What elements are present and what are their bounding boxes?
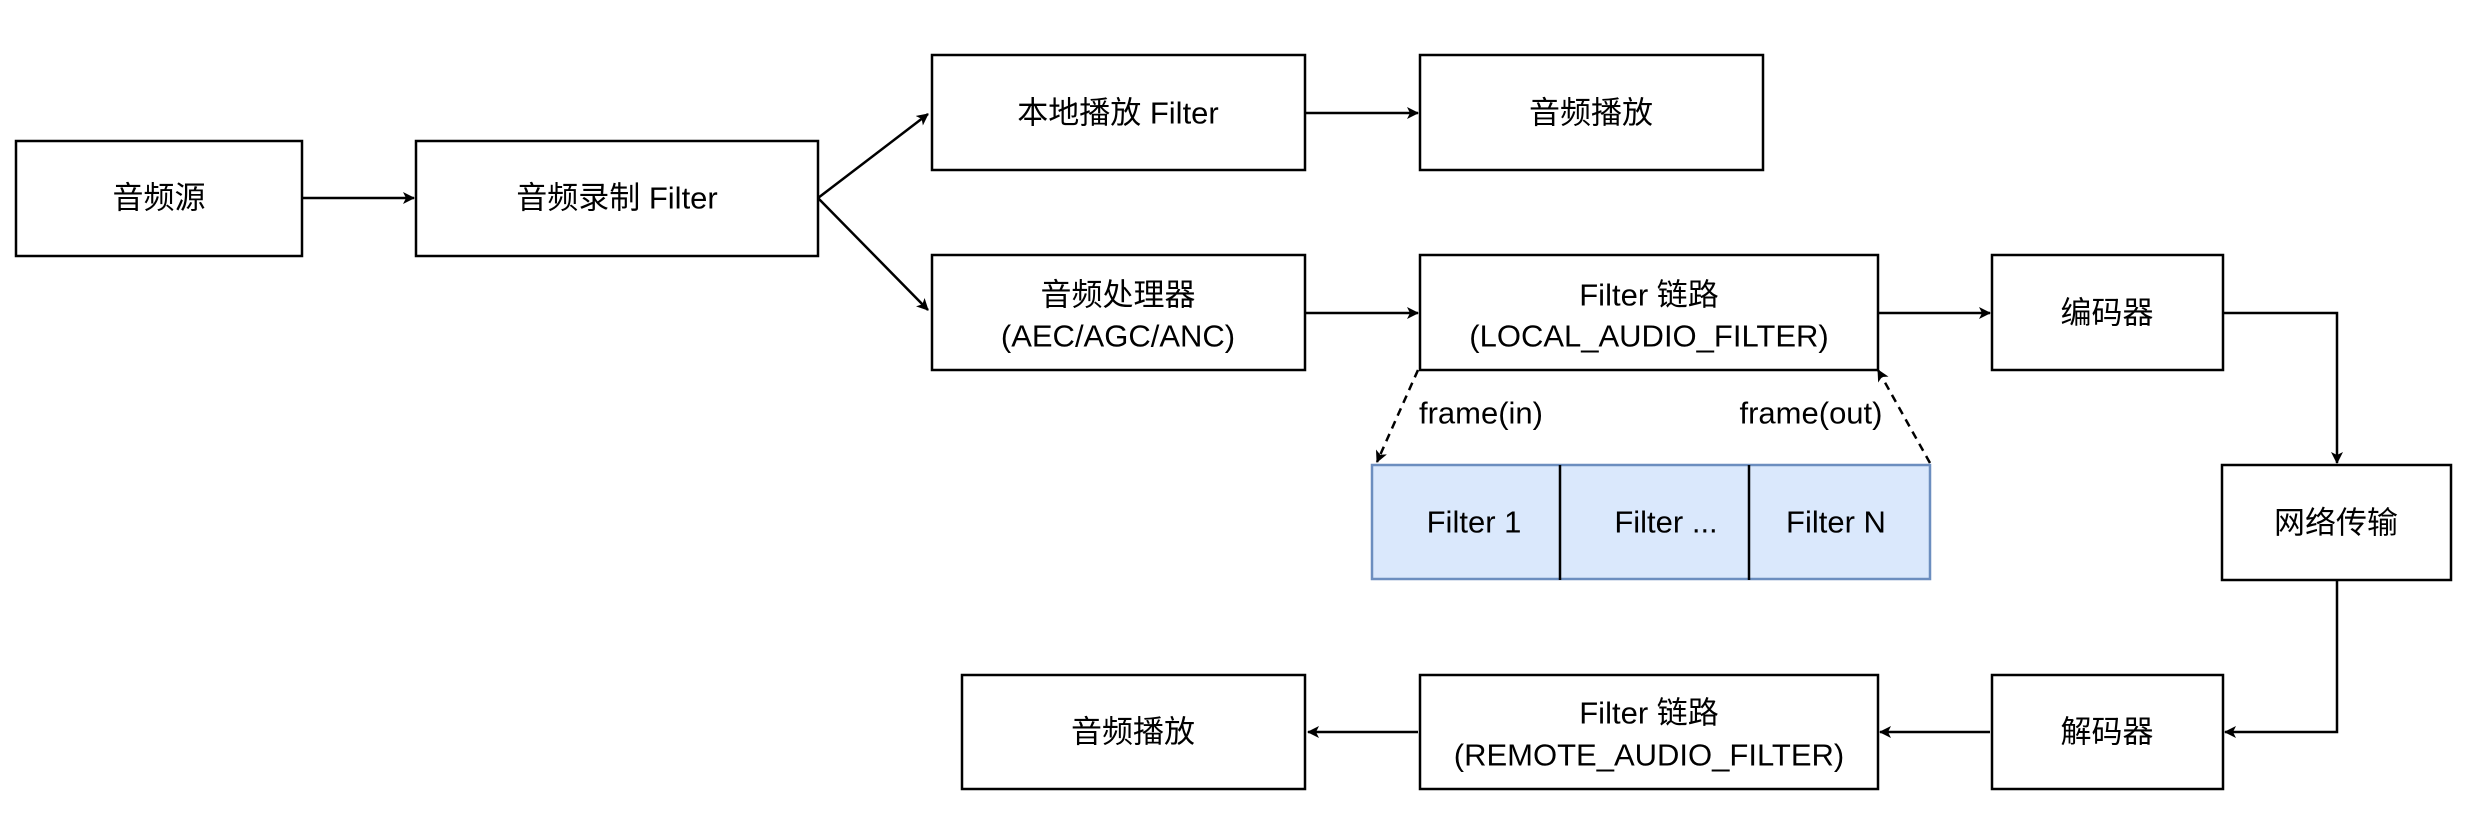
edges <box>302 107 2343 738</box>
node-local-play-filter-label: 本地播放 Filter <box>1017 96 1219 131</box>
node-local-play-filter: 本地播放 Filter <box>930 53 1307 172</box>
node-audio-record-filter-label: 音频录制 Filter <box>516 181 718 216</box>
node-audio-processor-label-1: 音频处理器 <box>1041 278 1196 313</box>
filter-chain-cell-2: Filter ... <box>1614 505 1717 540</box>
node-remote-filter-chain: Filter 链路 (REMOTE_AUDIO_FILTER) <box>1418 673 1880 791</box>
frame-in-label: frame(in) <box>1419 396 1543 431</box>
node-local-filter-chain: Filter 链路 (LOCAL_AUDIO_FILTER) <box>1418 253 1880 372</box>
node-remote-filter-chain-label-2: (REMOTE_AUDIO_FILTER) <box>1454 738 1844 773</box>
node-local-audio-playback-label: 音频播放 <box>1529 96 1653 131</box>
node-remote-filter-chain-label-1: Filter 链路 <box>1579 696 1719 731</box>
edge-encoder-to-network <box>2223 311 2343 464</box>
node-audio-processor-label-2: (AEC/AGC/ANC) <box>1001 319 1235 354</box>
node-audio-source-label: 音频源 <box>113 181 206 216</box>
node-decoder: 解码器 <box>1990 673 2225 791</box>
node-network-transport: 网络传输 <box>2220 463 2453 582</box>
node-encoder: 编码器 <box>1990 253 2225 372</box>
edge-frame-out <box>1876 369 1932 464</box>
filter-chain-container <box>1370 463 1932 581</box>
node-local-filter-chain-label-1: Filter 链路 <box>1579 278 1719 313</box>
node-remote-audio-playback-label: 音频播放 <box>1071 715 1195 750</box>
edge-network-to-decoder <box>2224 580 2339 738</box>
node-audio-processor: 音频处理器 (AEC/AGC/ANC) <box>930 253 1307 372</box>
frame-out-label: frame(out) <box>1740 396 1883 431</box>
node-decoder-label: 解码器 <box>2061 715 2154 750</box>
edge-record-to-local-play <box>817 113 929 199</box>
edge-frame-in <box>1375 369 1420 463</box>
filter-chain-cell-3: Filter N <box>1786 505 1886 540</box>
filter-chain-cell-1: Filter 1 <box>1427 505 1522 540</box>
node-audio-record-filter: 音频录制 Filter <box>414 139 820 258</box>
filter-chain-detail: Filter 1 Filter ... Filter N <box>1370 463 1932 581</box>
node-local-audio-playback: 音频播放 <box>1418 53 1765 172</box>
node-encoder-label: 编码器 <box>2061 296 2154 331</box>
node-local-filter-chain-label-2: (LOCAL_AUDIO_FILTER) <box>1469 319 1828 354</box>
node-network-transport-label: 网络传输 <box>2274 506 2398 541</box>
node-audio-source: 音频源 <box>14 139 304 258</box>
edge-record-to-processor <box>817 197 929 311</box>
node-remote-audio-playback: 音频播放 <box>960 673 1307 791</box>
